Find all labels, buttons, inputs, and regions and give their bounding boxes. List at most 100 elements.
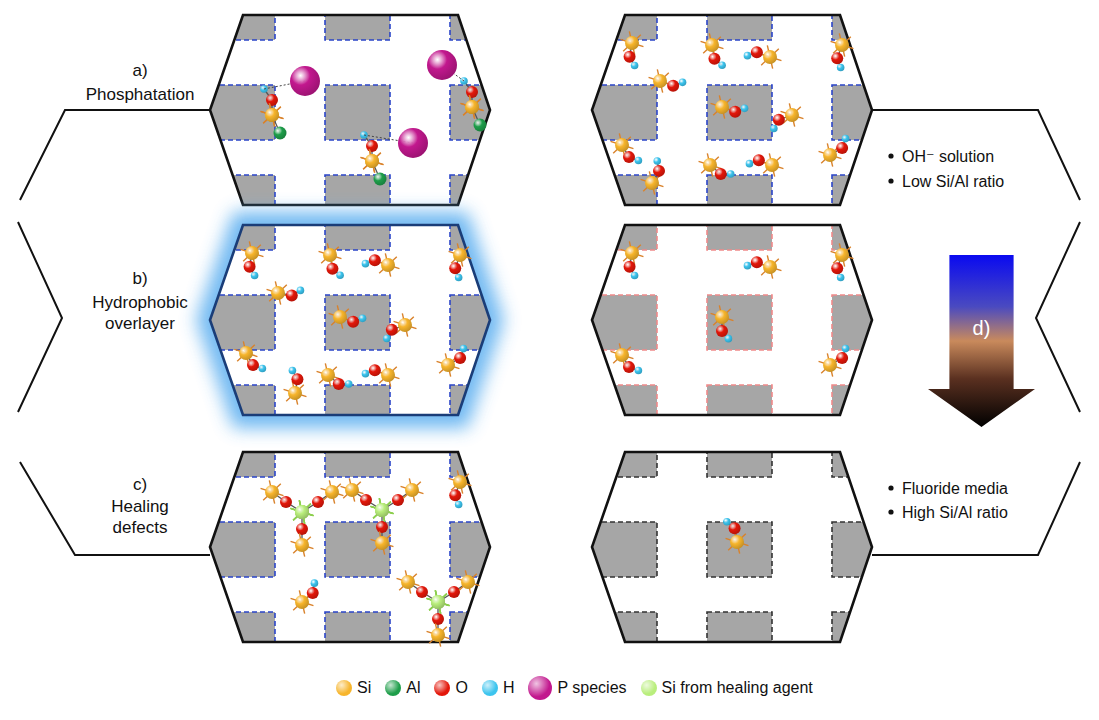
atom-o <box>831 262 843 274</box>
atom-o <box>386 324 398 336</box>
atom-o <box>624 261 636 273</box>
atom-g <box>375 503 389 517</box>
bracket-line <box>20 110 210 200</box>
framework-blocks <box>586 219 882 421</box>
legend-item: Al <box>385 679 420 697</box>
atom-o <box>307 587 319 599</box>
atom-si <box>823 148 837 162</box>
atom-g <box>295 505 309 519</box>
atom-si <box>625 36 639 50</box>
panel-outline <box>210 15 490 205</box>
atom-o <box>448 586 460 598</box>
bullet-dot <box>888 509 893 514</box>
legend-item: O <box>434 679 467 697</box>
atom-si <box>295 538 309 552</box>
atom-h <box>631 62 639 70</box>
legend-item: Si <box>336 679 371 697</box>
atom-h <box>723 518 731 526</box>
annotation-text: OH⁻ solution <box>902 148 994 165</box>
bond-spikes <box>461 95 484 118</box>
atom-si <box>398 318 412 332</box>
panel-letter: c) <box>133 475 147 494</box>
legend: SiAlOHP speciesSi from healing agent <box>336 676 827 700</box>
bond-spikes <box>701 33 724 56</box>
atom-o <box>247 359 259 371</box>
framework-block <box>832 522 882 577</box>
annotation-text: Phosphatation <box>86 85 195 104</box>
framework-block <box>707 446 772 477</box>
atom-o <box>392 494 404 506</box>
atom-si <box>715 310 729 324</box>
bond-spikes <box>361 149 384 172</box>
zeolite-panel <box>204 219 500 421</box>
bond-spikes <box>726 530 749 553</box>
atom-o <box>653 165 665 177</box>
framework-block <box>707 522 772 577</box>
legend-swatch <box>528 676 552 700</box>
atom-si <box>703 158 717 172</box>
atom-h <box>770 125 778 133</box>
atom-g <box>375 503 389 517</box>
bond-spikes <box>321 480 344 503</box>
bond-spikes <box>401 478 424 501</box>
bond-spikes <box>291 533 314 556</box>
bond-spikes <box>261 480 284 503</box>
framework-blocks <box>586 9 882 211</box>
atom-h <box>744 52 752 60</box>
bond-spikes <box>711 95 734 118</box>
bond-spikes <box>267 281 290 304</box>
legend-item: H <box>482 679 515 697</box>
atom-si <box>625 246 639 260</box>
bracket-line <box>18 222 62 412</box>
framework-block <box>450 295 500 350</box>
atom-si <box>645 176 659 190</box>
atom-g <box>431 595 445 609</box>
atom-si <box>381 368 395 382</box>
atom-si <box>321 368 335 382</box>
label-box: Phosphatation <box>70 84 210 105</box>
legend-item: Si from healing agent <box>641 679 813 697</box>
atom-si <box>323 248 337 262</box>
atom-h <box>460 345 468 353</box>
framework-block <box>325 219 390 250</box>
bond-spikes <box>261 103 284 126</box>
bond-spikes <box>759 255 782 278</box>
atom-al <box>274 127 287 140</box>
atom-si <box>365 154 379 168</box>
atom-si <box>381 258 395 272</box>
atom-h <box>362 260 370 268</box>
framework-blocks <box>204 9 500 211</box>
legend-text: Si from healing agent <box>662 679 813 697</box>
atom-g <box>295 505 309 519</box>
atom-si <box>453 475 467 489</box>
atom-si <box>271 286 285 300</box>
panel-letter: a) <box>132 61 147 80</box>
legend-swatch <box>482 680 498 696</box>
atom-h <box>746 160 754 168</box>
panel-outline <box>592 225 872 415</box>
legend-swatch <box>385 680 401 696</box>
atom-h <box>289 367 297 375</box>
label-box: b) <box>85 268 195 289</box>
atom-si <box>823 358 837 372</box>
atom-o <box>751 46 763 58</box>
legend-swatch <box>434 680 450 696</box>
bracket-line <box>872 110 1080 200</box>
atom-g <box>375 503 389 517</box>
atom-p <box>398 128 428 158</box>
atom-si <box>245 246 259 260</box>
atom-o <box>366 140 378 152</box>
framework-block <box>707 85 772 140</box>
atoms <box>611 241 854 376</box>
bond-spikes <box>261 103 284 126</box>
label-box: Hydrophobic overlayer <box>82 292 198 334</box>
gradient-arrow: d) <box>928 255 1035 427</box>
atom-o <box>623 151 635 163</box>
atom-h <box>725 335 733 343</box>
bracket-line <box>1036 222 1080 412</box>
framework-block <box>832 295 882 350</box>
atom-o <box>715 168 727 180</box>
atom-h <box>837 274 845 282</box>
bond-spikes <box>319 243 342 266</box>
atoms <box>723 518 748 554</box>
